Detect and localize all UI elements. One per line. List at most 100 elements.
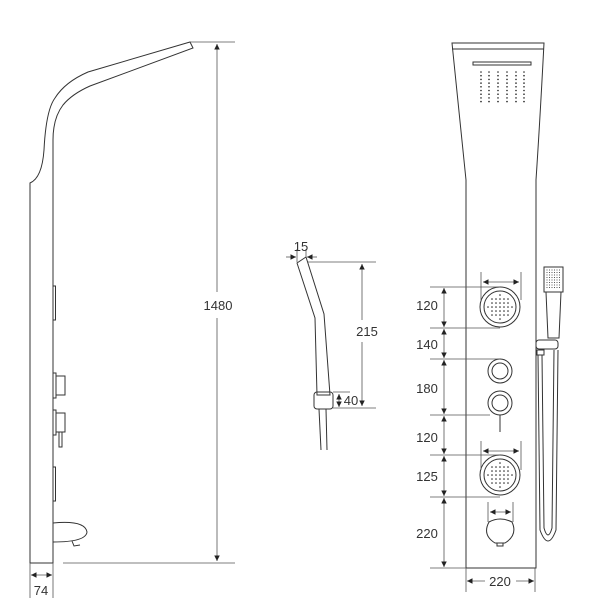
nozzle-dot — [491, 310, 493, 312]
nozzle-dot — [523, 97, 525, 99]
nozzle-dot — [507, 474, 509, 476]
nozzle-dot — [546, 279, 548, 281]
nozzle-dot — [480, 89, 482, 92]
nozzle-dot — [559, 277, 560, 278]
nozzle-dot — [554, 287, 555, 288]
nozzle-dot — [499, 466, 501, 468]
nozzle-dot — [499, 318, 501, 320]
nozzle-dot — [488, 97, 490, 99]
nozzle-dot — [515, 82, 517, 84]
nozzle-dot — [499, 474, 501, 476]
nozzle-dot — [511, 306, 513, 308]
nozzle-dot — [559, 284, 560, 286]
nozzle-dot — [480, 78, 482, 81]
tub-spout — [486, 518, 515, 544]
nozzle-dot — [523, 82, 525, 84]
diverter-knob-inner — [491, 362, 509, 380]
nozzle-dot — [507, 314, 509, 316]
front-panel-outline — [451, 42, 545, 569]
side-spout-tip — [71, 540, 81, 547]
nozzle-dot — [551, 269, 553, 271]
nozzle-dot — [554, 282, 555, 283]
nozzle-dot — [491, 478, 493, 480]
nozzle-dot — [499, 478, 501, 480]
nozzle-dot — [515, 74, 517, 77]
side-body-jet-bottom — [52, 466, 56, 502]
nozzle-dot — [497, 86, 499, 88]
waterfall-slot — [472, 61, 532, 66]
nozzle-dot — [480, 71, 482, 73]
nozzle-dot — [499, 314, 501, 316]
nozzle-dot — [488, 86, 490, 88]
nozzle-dot — [488, 82, 490, 84]
nozzle-dot — [497, 97, 499, 99]
nozzle-dot — [556, 274, 558, 276]
nozzle-dot — [549, 272, 550, 273]
nozzle-dot — [559, 279, 560, 281]
nozzle-dot — [554, 277, 555, 278]
side-view: 1480 74 — [29, 41, 235, 598]
nozzle-dot — [480, 82, 482, 84]
nozzle-dot — [495, 482, 497, 484]
body-jet-bottom-inner — [483, 458, 517, 492]
nozzle-dot — [523, 93, 525, 95]
nozzle-dot — [491, 302, 493, 304]
nozzle-dot — [507, 482, 509, 484]
nozzle-dot — [523, 100, 525, 103]
nozzle-dot — [503, 474, 505, 476]
nozzle-dot — [503, 302, 505, 304]
nozzle-dot — [549, 274, 550, 276]
nozzle-dot — [499, 310, 501, 312]
hand-shower-nozzles — [546, 269, 560, 288]
nozzle-dot — [506, 78, 508, 81]
nozzle-dot — [523, 78, 525, 81]
dim-label-120-top: 120 — [416, 298, 438, 313]
nozzle-dot — [503, 482, 505, 484]
rain-nozzles — [480, 71, 525, 103]
nozzle-dot — [515, 97, 517, 99]
nozzle-dot — [495, 478, 497, 480]
dim-label-220: 220 — [416, 526, 438, 541]
hose-left — [318, 408, 322, 451]
nozzle-dot — [499, 294, 501, 296]
nozzle-dot — [554, 279, 555, 281]
nozzle-dot — [499, 302, 501, 304]
nozzle-dot — [491, 298, 493, 300]
nozzle-dot — [551, 284, 553, 286]
front-view: 120 140 180 120 125 220 220 — [416, 42, 564, 592]
nozzle-dot — [549, 279, 550, 281]
nozzle-dot — [506, 93, 508, 95]
nozzle-dot — [491, 474, 493, 476]
nozzle-dot — [506, 97, 508, 99]
nozzle-dot — [503, 466, 505, 468]
nozzle-dot — [503, 306, 505, 308]
nozzle-dot — [551, 274, 553, 276]
nozzle-dot — [549, 277, 550, 278]
nozzle-dot — [499, 298, 501, 300]
nozzle-dot — [487, 474, 489, 476]
nozzle-dot — [503, 470, 505, 472]
nozzle-dot — [551, 282, 553, 283]
nozzle-dot — [546, 272, 548, 273]
panel-width-dimension: 220 — [489, 574, 511, 589]
nozzle-dot — [488, 89, 490, 92]
nozzle-dot — [487, 306, 489, 308]
nozzle-dot — [497, 71, 499, 73]
hand-shower-handle — [296, 256, 331, 396]
nozzle-dot — [551, 277, 553, 278]
dim-label-125: 125 — [416, 469, 438, 484]
nozzle-dot — [515, 100, 517, 103]
nozzle-dot — [497, 93, 499, 95]
nozzle-dot — [554, 284, 555, 286]
nozzle-dot — [556, 272, 558, 273]
nozzle-dot — [503, 314, 505, 316]
nozzle-dot — [495, 310, 497, 312]
side-body-jet-top — [52, 285, 56, 321]
nozzle-dot — [559, 287, 560, 288]
body-jet-bottom-nozzles — [487, 462, 513, 488]
bracket-dimension-40: 40 — [344, 393, 358, 408]
length-dimension-215: 215 — [356, 324, 378, 339]
nozzle-dot — [551, 272, 553, 273]
hand-shower-head — [543, 266, 564, 293]
hand-shower-bracket — [313, 391, 334, 410]
